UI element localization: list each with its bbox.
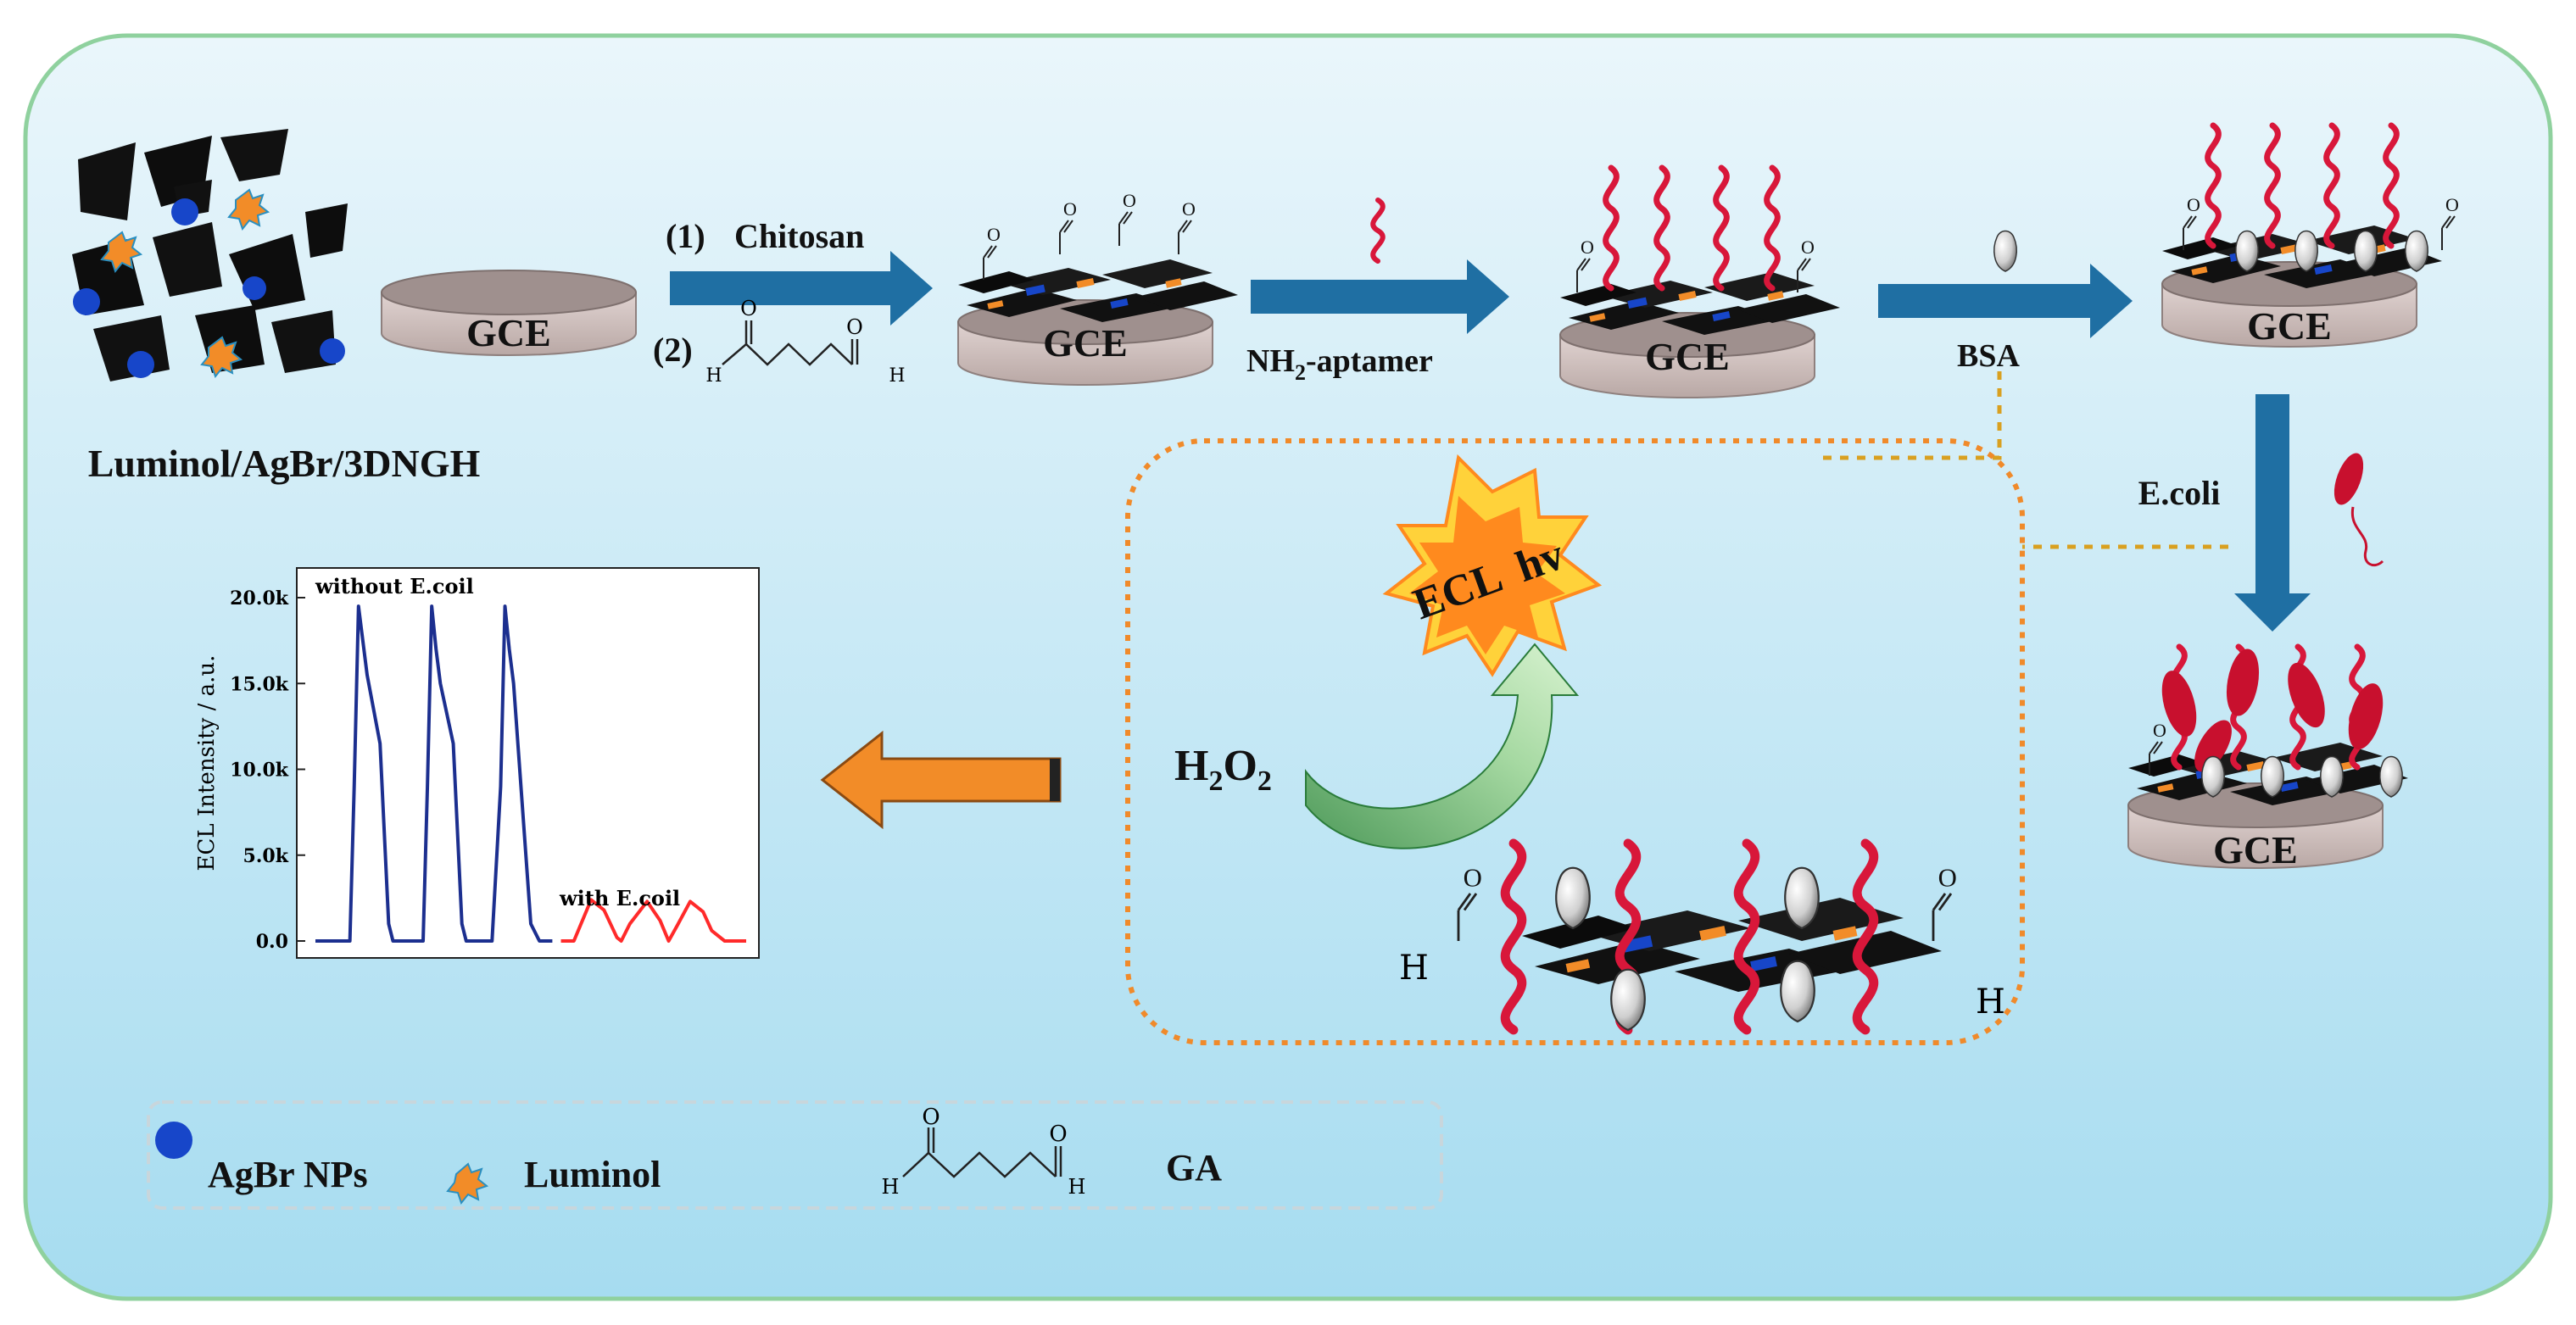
chart-y-tick-label: 20.0k [230, 587, 289, 610]
bound-ecoli-cells [2161, 649, 2384, 772]
h2o2-label: H2O2 [1174, 742, 1272, 797]
legend-ga-h-left: H [882, 1175, 900, 1199]
legend-luminol-label: Luminol [524, 1154, 661, 1195]
bound-electrode-label: GCE [2213, 828, 2298, 871]
luminol-molecule [100, 231, 143, 274]
legend-luminol-icon [446, 1162, 489, 1205]
legend-ga-h-right: H [1068, 1175, 1086, 1199]
bare-electrode-label: GCE [466, 311, 551, 354]
ga-structure-o-right: O [846, 315, 863, 339]
process-arrow-1 [670, 251, 933, 326]
legend-ga-o-left: O [922, 1105, 940, 1130]
process-arrow-2 [1251, 259, 1509, 334]
result-arrow [820, 730, 1062, 830]
ga-molecule-structure [722, 320, 859, 366]
legend-box [147, 1100, 1443, 1210]
chart-y-tick-label: 10.0k [230, 760, 289, 782]
bsa-icon [1993, 230, 2017, 272]
agbr-nanoparticle [320, 338, 345, 364]
agbr-nanoparticle [171, 198, 198, 225]
process-arrow-down [2234, 394, 2311, 632]
chart-y-ticks: 0.0 5.0k 10.0k 15.0k 20.0k [230, 587, 305, 953]
chart-y-axis-label: ECL Intensity / a.u. [194, 655, 220, 871]
chart-legend-without: without E.coil [315, 574, 474, 598]
ecl-burst-inner [1409, 496, 1565, 654]
aptamer-label: NH2-aptamer [1246, 343, 1433, 385]
ecoli-label: E.coli [2138, 474, 2221, 512]
luminol-molecule [227, 188, 270, 231]
step1-label: Chitosan [734, 217, 864, 255]
agbr-nanoparticle [127, 351, 154, 378]
chart-series-line-without [315, 604, 553, 943]
legend-ga-structure [902, 1127, 1062, 1178]
detail-h-right: H [1976, 983, 2005, 1022]
process-arrow-3 [1878, 264, 2133, 338]
chart-legend-with: with E.coil [559, 886, 680, 910]
luminol-molecule [200, 336, 243, 379]
composite-material-illustration [72, 129, 348, 381]
ga-structure-h-left: H [705, 365, 722, 387]
agbr-nanoparticle [243, 276, 266, 300]
bsa-label: BSA [1957, 338, 2020, 374]
chart-y-tick-label: 15.0k [230, 673, 289, 695]
detail-connector-vertical [1823, 371, 2002, 460]
legend-agbr-icon [155, 1122, 192, 1159]
blocked-electrode-label: GCE [2247, 304, 2332, 348]
legend-ga-o-right: O [1049, 1122, 1067, 1147]
chart-series-line-with [560, 898, 746, 943]
ga-structure-h-right: H [889, 365, 905, 387]
chart-y-tick-label: 0.0 [256, 931, 288, 953]
legend-ga-label: GA [1166, 1147, 1222, 1189]
reaction-curved-arrow [1305, 643, 1580, 849]
agbr-nanoparticle [73, 288, 100, 315]
chart-y-tick-label: 5.0k [243, 845, 288, 867]
step1-number: (1) [666, 217, 705, 255]
ecl-chart: 0.0 5.0k 10.0k 15.0k 20.0k ECL Intensity / a… [194, 567, 760, 959]
modified-electrode-label: GCE [1043, 321, 1128, 365]
background-panel [23, 33, 2553, 1301]
step2-number: (2) [653, 331, 693, 369]
legend-agbr-label: AgBr NPs [208, 1154, 368, 1195]
composite-label: Luminol/AgBr/3DNGH [88, 442, 481, 485]
ecoli-icon [2333, 453, 2384, 567]
detail-h-left: H [1399, 949, 1429, 988]
ga-structure-o-left: O [740, 297, 757, 320]
detail-box [1125, 438, 2025, 1045]
aptamer-electrode-label: GCE [1645, 335, 1730, 378]
aptamer-icon [1370, 198, 1386, 264]
chart-series-group [315, 604, 746, 943]
